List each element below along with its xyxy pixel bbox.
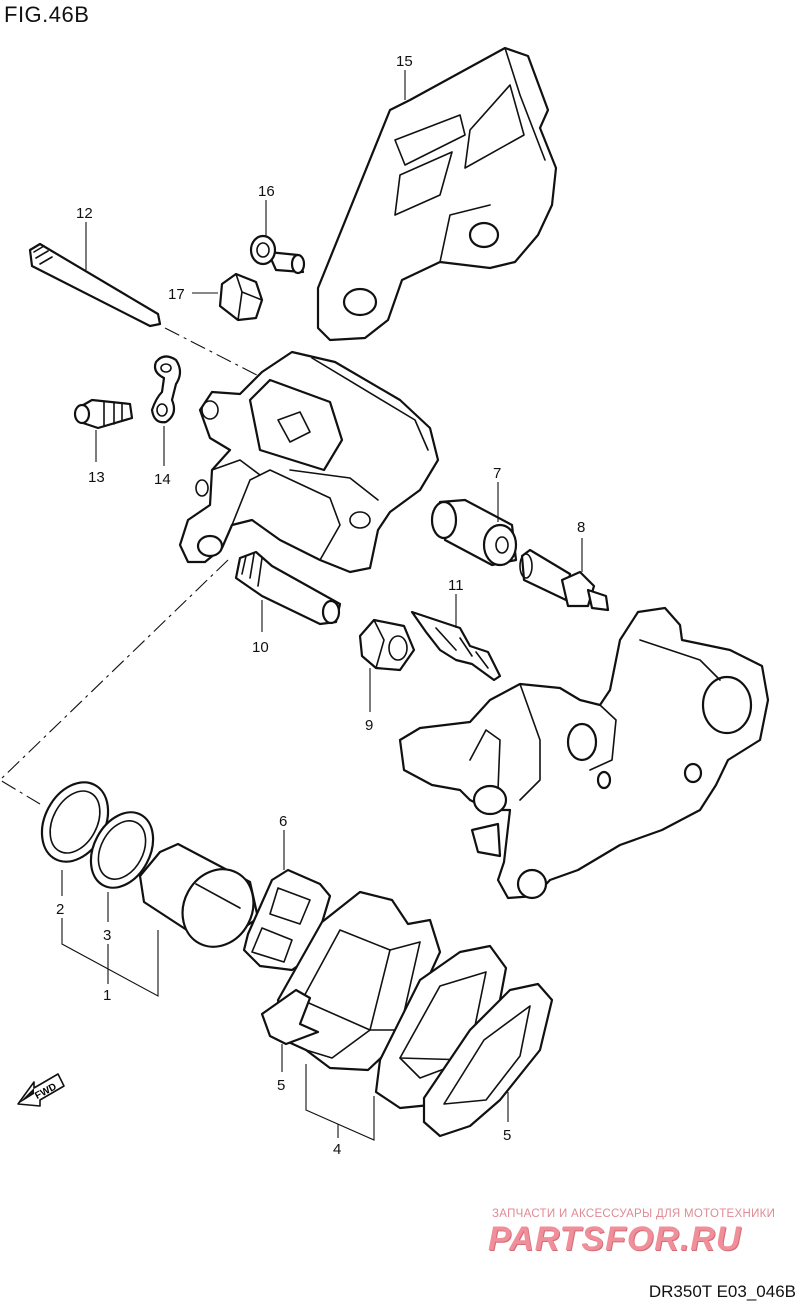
callout-7: 7 <box>493 465 501 482</box>
callout-9: 9 <box>365 717 373 734</box>
part-13-bleeder-valve[interactable] <box>73 398 134 430</box>
callout-10: 10 <box>252 639 269 656</box>
part-9-boot[interactable] <box>358 618 416 672</box>
callout-13: 13 <box>88 469 105 486</box>
leader-lines <box>0 70 583 1141</box>
callout-17: 17 <box>168 286 185 303</box>
figure-title: FIG.46B <box>4 2 90 27</box>
callout-4: 4 <box>333 1141 341 1158</box>
part-10-slide-pin[interactable] <box>234 550 342 632</box>
part-11-spring[interactable] <box>410 610 502 682</box>
callout-labels: 15 16 17 12 13 14 7 8 11 10 9 6 2 3 1 5 … <box>56 53 585 1158</box>
callout-6: 6 <box>279 813 287 830</box>
callout-16: 16 <box>258 183 275 200</box>
callout-15: 15 <box>396 53 413 70</box>
caliper-body[interactable] <box>178 350 440 574</box>
part-piston[interactable] <box>138 842 267 959</box>
caliper-bracket[interactable] <box>398 606 770 900</box>
callout-3: 3 <box>103 927 111 944</box>
callout-1: 1 <box>103 987 111 1004</box>
part-7-sleeve[interactable] <box>430 498 518 567</box>
callout-8: 8 <box>577 519 585 536</box>
part-5-shim-right[interactable] <box>422 982 554 1138</box>
callout-12: 12 <box>76 205 93 222</box>
part-16-bolt[interactable] <box>249 234 306 275</box>
part-15-caliper-guard[interactable] <box>316 46 558 342</box>
part-2-piston-seal[interactable] <box>29 771 121 873</box>
callout-11: 11 <box>448 577 464 594</box>
part-8-bolt[interactable] <box>519 548 610 612</box>
callout-2: 2 <box>56 901 64 918</box>
part-17-cap[interactable] <box>218 272 264 322</box>
watermark-tagline: ЗАПЧАСТИ И АКСЕССУАРЫ ДЛЯ МОТОТЕХНИКИ <box>492 1208 776 1220</box>
part-3-dust-seal[interactable] <box>78 802 165 899</box>
document-code: DR350T E03_046B <box>648 1282 796 1301</box>
callout-5-right: 5 <box>503 1127 511 1144</box>
forward-direction-arrow: FWD <box>17 1073 65 1107</box>
part-14-cap[interactable] <box>150 355 182 424</box>
callout-5-left: 5 <box>277 1077 285 1094</box>
part-5-shim-left[interactable] <box>260 988 320 1046</box>
fwd-label: FWD <box>33 1081 58 1101</box>
watermark-logo: PARTSFOR.RU <box>488 1220 742 1258</box>
callout-14: 14 <box>154 471 171 488</box>
